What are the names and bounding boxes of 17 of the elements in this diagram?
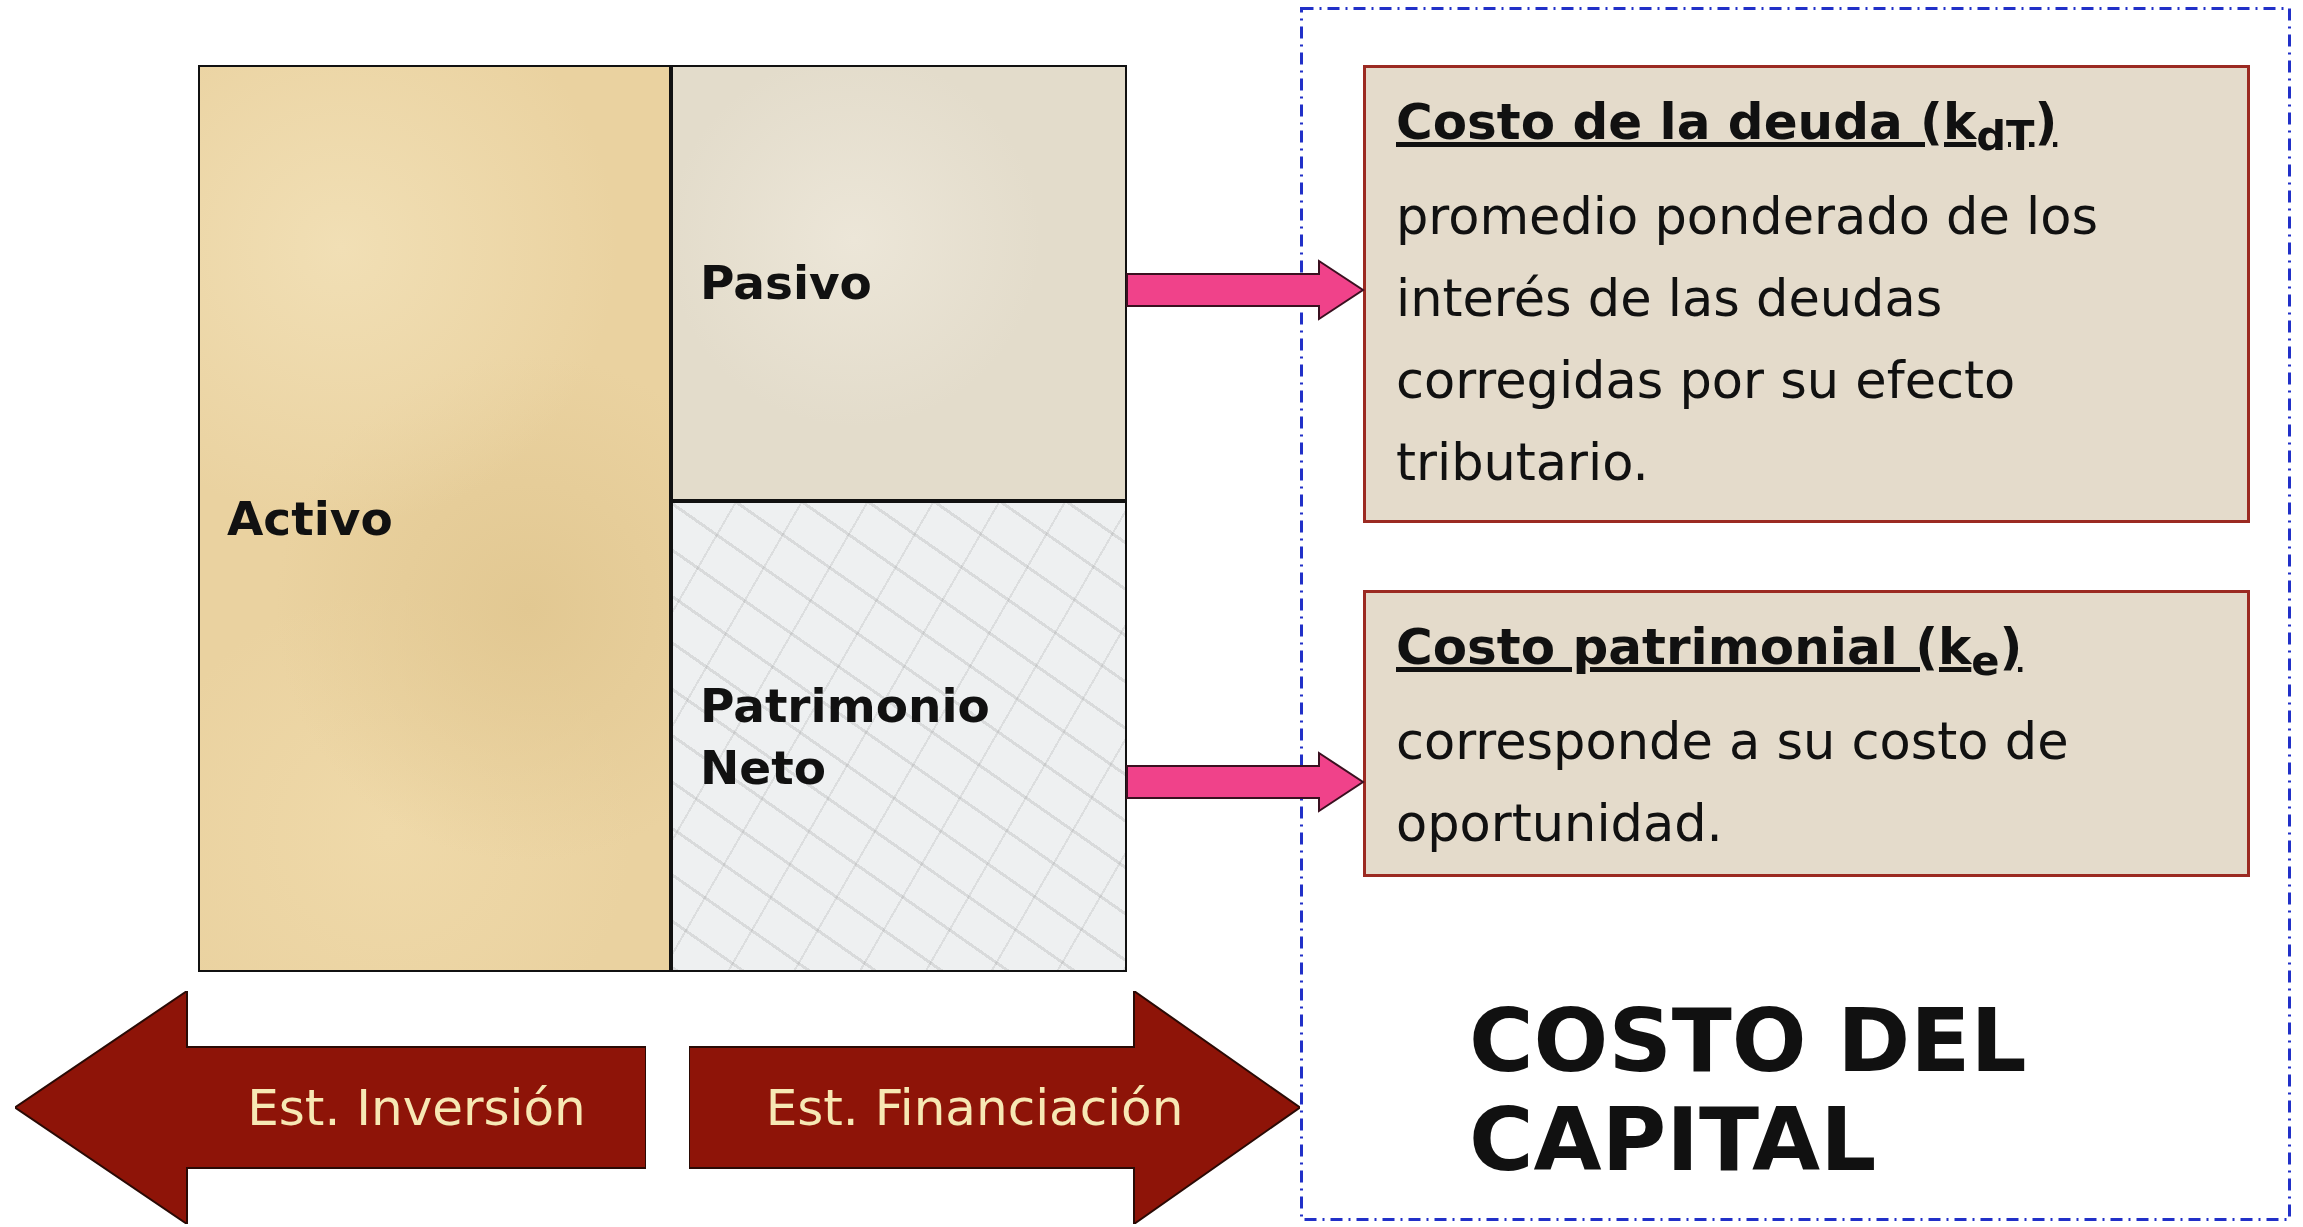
arrow-label: Est. Financiación bbox=[765, 1078, 1184, 1137]
card-text: corresponde a su costo de oportunidad. bbox=[1396, 711, 2070, 855]
text-card bbox=[1363, 590, 2250, 877]
liability-block bbox=[671, 65, 1127, 501]
block-arrow bbox=[1126, 259, 1365, 321]
block-label: Patrimonio Neto bbox=[700, 677, 991, 797]
equity-block bbox=[671, 501, 1127, 972]
card-text: promedio ponderado de los interés de las deudas corregidas por su efecto tributario. bbox=[1396, 186, 2099, 494]
block-arrow bbox=[1126, 751, 1365, 813]
arrow-label: Est. Inversión bbox=[247, 1078, 586, 1137]
text-card bbox=[1363, 65, 2250, 523]
card-heading: Costo de la deuda (k$_{dT}$) bbox=[1396, 92, 2059, 162]
asset-block bbox=[198, 65, 671, 972]
block-label: Pasivo bbox=[700, 254, 872, 313]
heading: COSTO DEL CAPITAL bbox=[1469, 992, 2028, 1190]
card-heading: Costo patrimonial (k$_{e}$) bbox=[1396, 617, 2024, 687]
block-label: Activo bbox=[227, 489, 393, 548]
